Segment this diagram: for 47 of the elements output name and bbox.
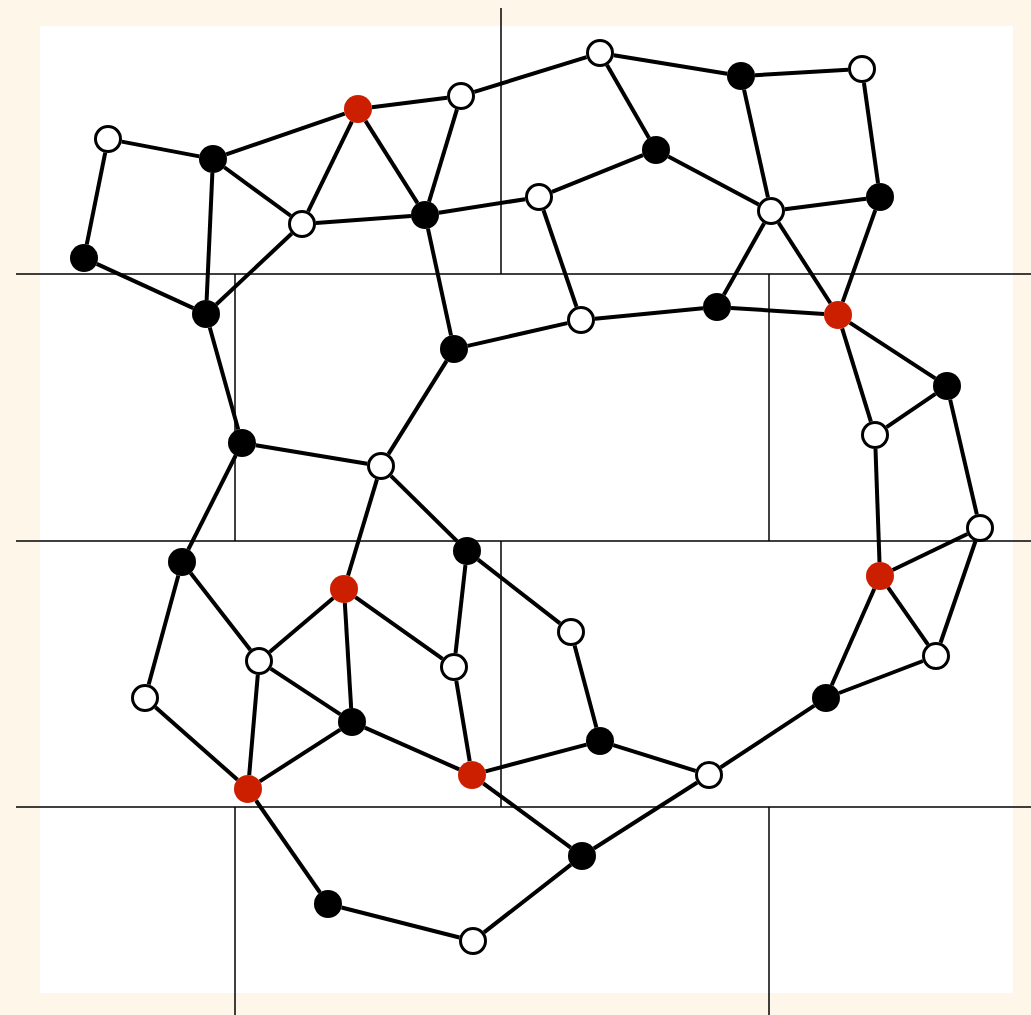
edge-line [254,799,322,894]
edge-line [121,139,200,159]
edge-line [371,95,448,110]
edge-line [742,89,770,198]
edge-line [453,564,468,654]
edge-line [848,320,937,381]
edge-line [784,196,867,212]
edge-line [364,725,460,772]
edge-line [838,659,924,695]
edge-line [247,674,260,776]
edge-line [473,55,588,94]
edge-line [204,172,215,301]
edge-line [613,53,728,76]
edge-line [225,111,346,157]
edge-line [551,153,644,194]
edge-line [346,478,379,577]
edge-line [829,588,877,686]
edge-line [315,214,412,225]
edge-line [594,306,704,321]
edge-line [427,108,459,203]
edge-line [95,262,195,310]
edge-line [426,228,453,336]
edge-line [438,197,526,215]
edge-line [146,575,181,685]
edge-line [186,454,238,551]
edge-line [84,152,108,245]
edge-line [840,327,873,423]
edge-line [861,82,881,184]
edge-line [612,743,697,773]
edge-line [467,321,568,348]
edge-line [754,67,849,78]
edge-line [541,209,579,308]
edge-line [454,680,472,762]
edge-line [258,727,342,784]
edge-line [948,399,979,515]
edge-line [255,443,368,466]
edge-line [485,742,587,774]
edge-line [363,119,420,205]
edge-line [482,781,572,850]
edge-line [341,905,460,940]
edge-line [730,305,825,317]
edge-line [572,645,599,728]
edge-line [938,540,978,644]
edge-line [840,209,878,303]
edge-line [342,602,354,709]
edge-line [207,326,241,431]
edge-line [873,448,882,563]
